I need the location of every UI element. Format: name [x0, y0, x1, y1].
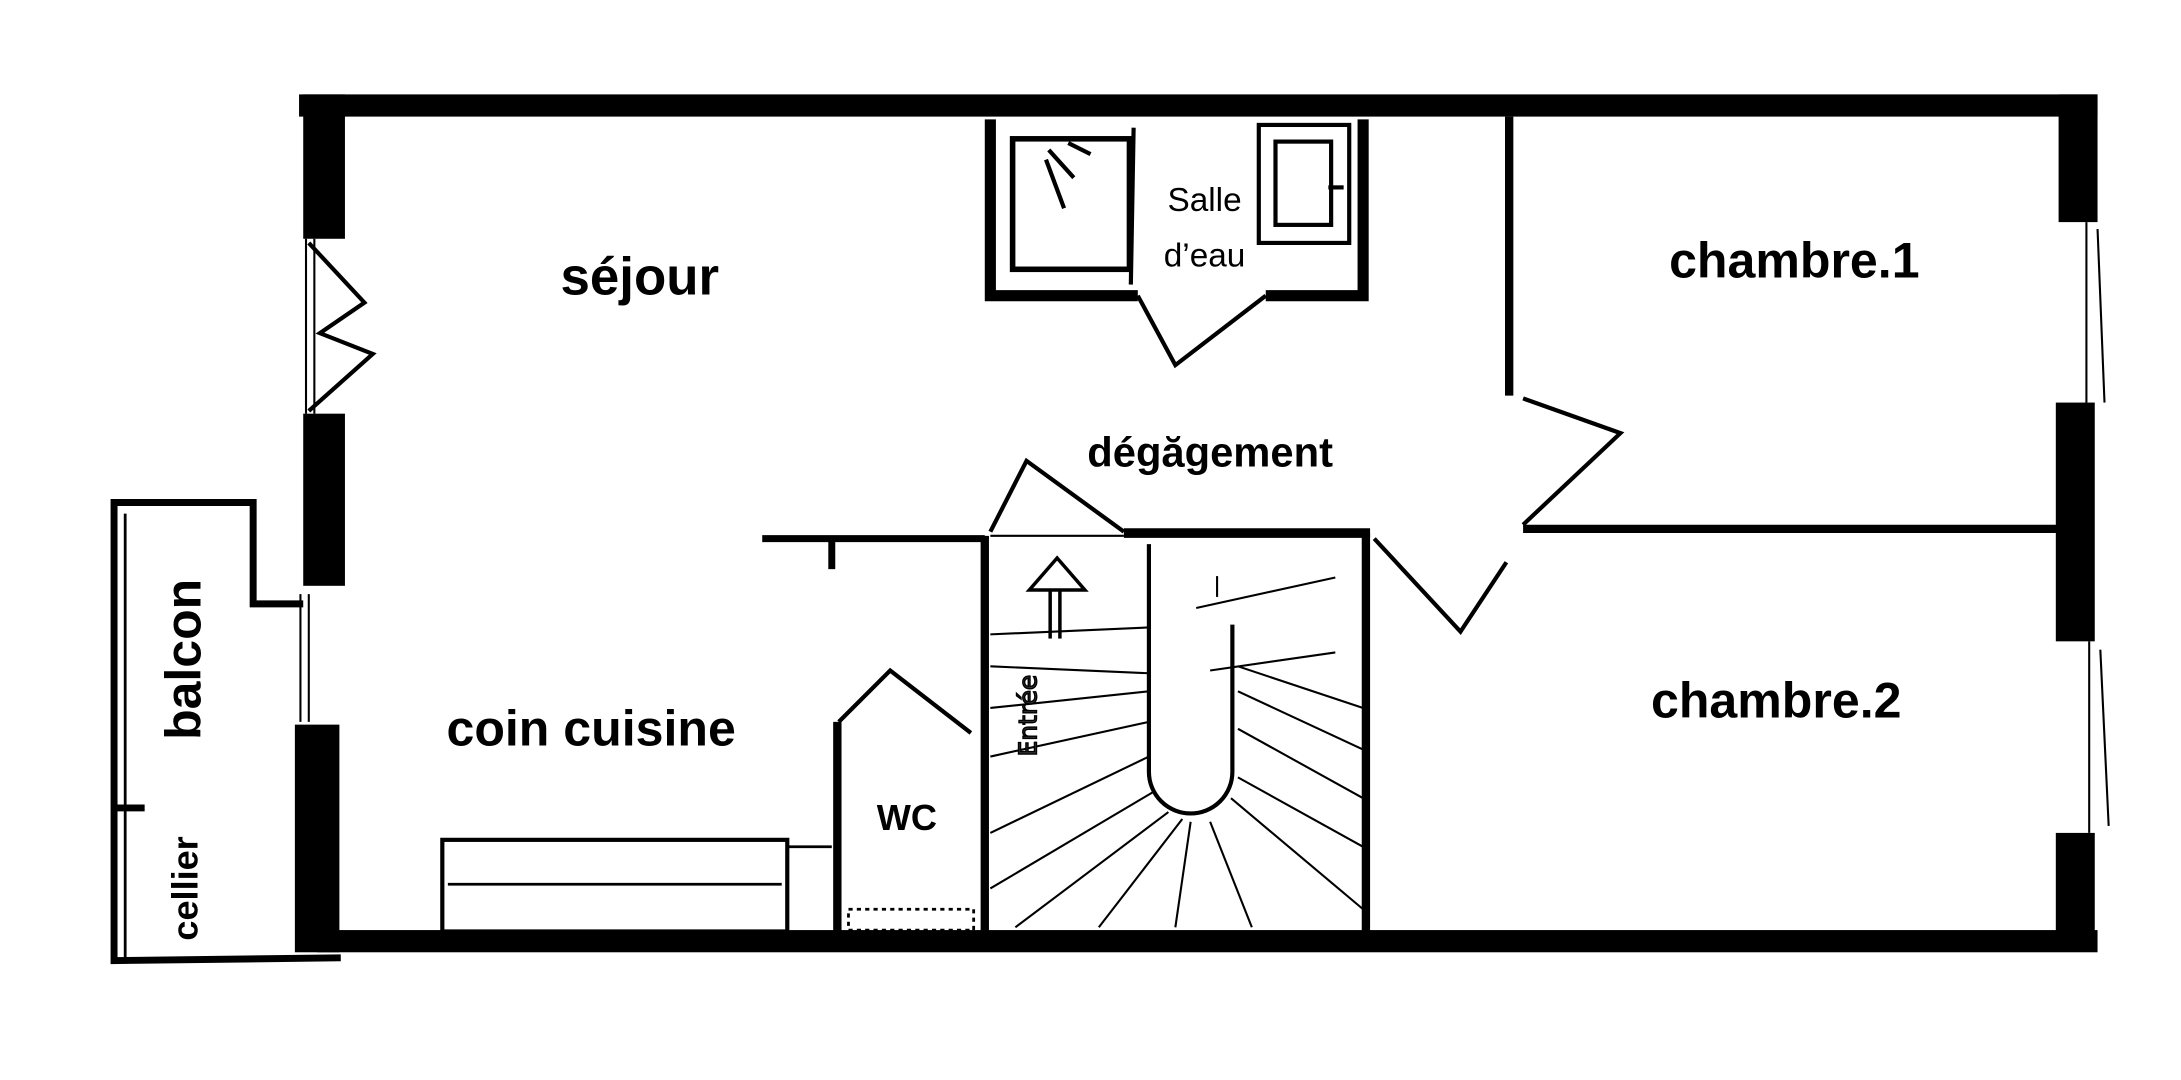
outer-walls: [294, 94, 2098, 953]
room-label-cellier: cellier: [164, 836, 205, 940]
kitchen-walls: [440, 535, 985, 934]
room-label-coin-cuisine: coin cuisine: [446, 700, 735, 756]
balcony: [110, 499, 341, 965]
room-label-chambre1: chambre.1: [1669, 233, 1919, 289]
room-label-balcon: balcon: [155, 579, 211, 740]
wc-walls: [833, 667, 976, 933]
room-label-salle-deau-2: d’eau: [1164, 238, 1246, 275]
room-label-chambre2: chambre.2: [1651, 673, 1901, 729]
room-label-salle-deau-1: Salle: [1167, 182, 1241, 219]
entree-arrow-icon: [1025, 555, 1089, 639]
room-label-degagement: dégăgement: [1087, 428, 1333, 475]
entree-label: Entrée: [1013, 675, 1042, 757]
chambre-walls: [1372, 116, 2059, 635]
room-label-sejour: séjour: [561, 247, 720, 306]
salle-deau: [984, 119, 1369, 369]
room-label-wc: WC: [877, 797, 937, 838]
windows: [299, 222, 2110, 833]
staircase: Entrée: [980, 457, 1371, 933]
